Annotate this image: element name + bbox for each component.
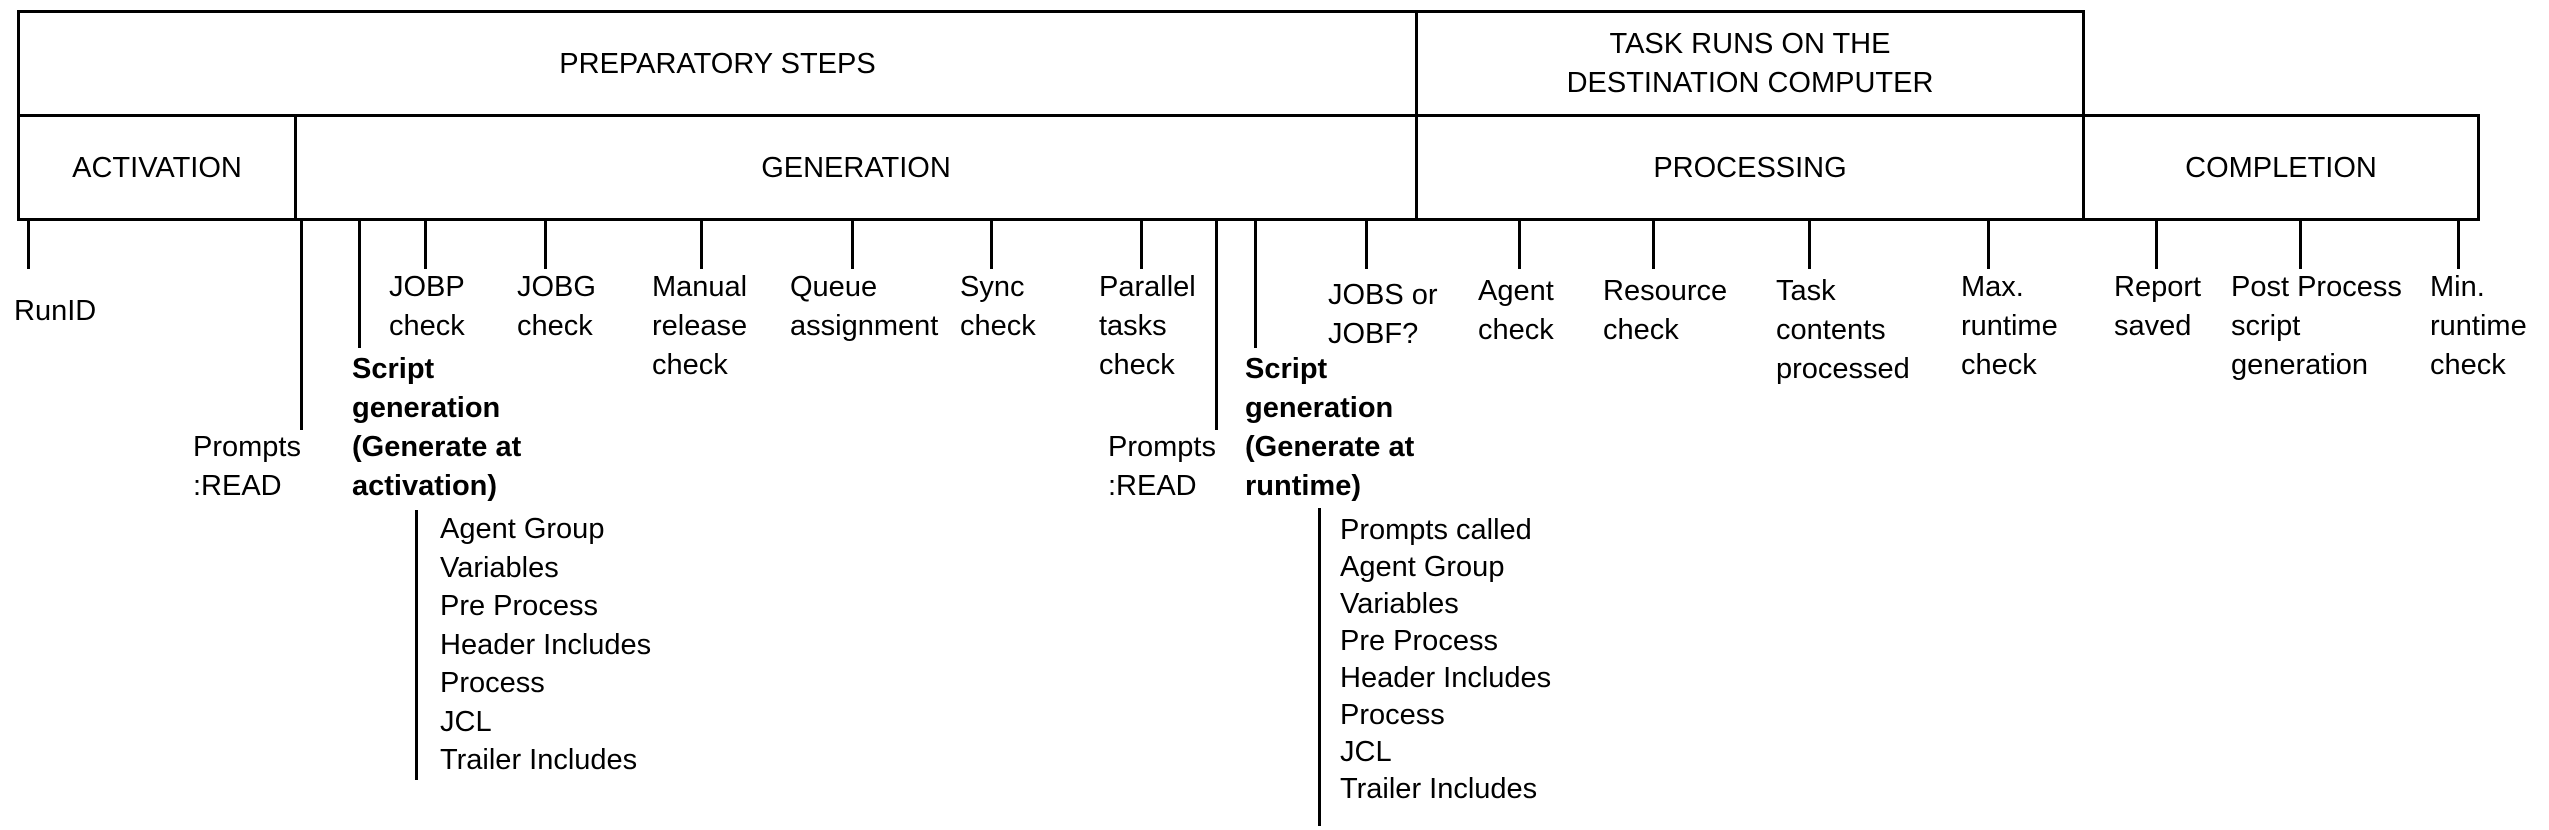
runtime-item: Agent Group [1340, 551, 1505, 583]
tick-sync-check [990, 221, 993, 269]
tick-agent-check [1518, 221, 1521, 269]
activation-items-bracket [415, 510, 418, 780]
activation-item: Agent Group [440, 513, 605, 545]
tick-jobg-check [544, 221, 547, 269]
activation-label: ACTIVATION [72, 151, 242, 184]
preparatory-steps-label: PREPARATORY STEPS [559, 47, 876, 80]
resource-check-label: Resource check [1603, 275, 1728, 346]
activation-item: Process [440, 667, 545, 699]
generation-label: GENERATION [761, 151, 951, 184]
task-runs-box: TASK RUNS ON THE DESTINATION COMPUTER [1415, 10, 2085, 117]
runtime-item: Trailer Includes [1340, 773, 1538, 805]
completion-box: COMPLETION [2082, 114, 2480, 221]
parallel-tasks-check-label: Parallel tasks check [1099, 271, 1196, 381]
tick-jobp-check [424, 221, 427, 269]
min-runtime-check-label: Min. runtime check [2430, 271, 2527, 381]
activation-item: JCL [440, 705, 492, 738]
tick-prompts-read-1 [300, 221, 303, 430]
completion-label: COMPLETION [2185, 151, 2377, 184]
tick-jobs-or-jobf [1365, 221, 1368, 269]
tick-script-gen-runtime [1254, 221, 1257, 348]
runtime-item: Header Includes [1340, 662, 1552, 694]
task-runs-label: TASK RUNS ON THE DESTINATION COMPUTER [1566, 27, 1934, 99]
tick-run-id [27, 221, 30, 269]
tick-report-saved [2155, 221, 2158, 269]
activation-items-list: Agent Group Variables Pre Process Header… [440, 510, 651, 780]
run-id-label: RunID [14, 295, 97, 327]
post-process-script-generation-label: Post Process script generation [2231, 271, 2402, 381]
task-contents-processed-label: Task contents processed [1776, 275, 1910, 385]
preparatory-steps-box: PREPARATORY STEPS [17, 10, 1418, 117]
runtime-items-bracket [1318, 508, 1321, 826]
tick-parallel-tasks-check [1140, 221, 1143, 269]
prompts-read-2-label: Prompts :READ [1108, 431, 1216, 502]
runtime-item: Process [1340, 699, 1445, 731]
tick-queue-assignment [851, 221, 854, 269]
tick-post-process [2299, 221, 2302, 269]
runtime-item: Prompts called [1340, 514, 1532, 546]
activation-item: Pre Process [440, 590, 598, 622]
activation-item: Variables [440, 551, 559, 584]
activation-box: ACTIVATION [17, 114, 297, 221]
queue-assignment-label: Queue assignment [790, 271, 939, 342]
tick-script-gen-activation [358, 221, 361, 348]
runtime-item: Variables [1340, 588, 1459, 620]
script-gen-runtime-label: Script generation (Generate at runtime) [1245, 353, 1415, 502]
runtime-item: JCL [1340, 736, 1392, 768]
agent-check-label: Agent check [1478, 275, 1554, 346]
processing-box: PROCESSING [1415, 114, 2085, 221]
jobs-or-jobf-label: JOBS or JOBF? [1328, 279, 1438, 350]
script-gen-activation-label: Script generation (Generate at activatio… [352, 353, 522, 502]
runtime-items-list: Prompts called Agent Group Variables Pre… [1340, 512, 1551, 808]
tick-prompts-read-2 [1215, 221, 1218, 430]
report-saved-label: Report saved [2114, 271, 2202, 342]
manual-release-check-label: Manual release check [652, 271, 748, 381]
activation-item: Header Includes [440, 628, 652, 661]
tick-resource-check [1652, 221, 1655, 269]
tick-max-runtime-check [1987, 221, 1990, 269]
sync-check-label: Sync check [960, 271, 1036, 342]
prompts-read-1-label: Prompts :READ [193, 431, 301, 502]
generation-box: GENERATION [294, 114, 1418, 221]
tick-task-contents-processed [1808, 221, 1811, 269]
jobg-check-label: JOBG check [517, 271, 596, 342]
processing-label: PROCESSING [1653, 151, 1847, 184]
tick-manual-release-check [700, 221, 703, 269]
max-runtime-check-label: Max. runtime check [1961, 271, 2058, 381]
jobp-check-label: JOBP check [389, 271, 465, 342]
tick-min-runtime-check [2457, 221, 2460, 269]
activation-item: Trailer Includes [440, 744, 638, 776]
runtime-item: Pre Process [1340, 625, 1498, 657]
